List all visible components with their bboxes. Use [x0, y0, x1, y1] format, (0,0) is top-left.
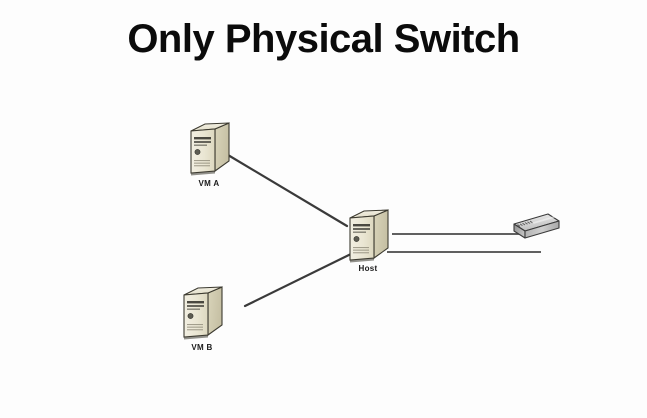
- node-host[interactable]: Host: [344, 206, 392, 273]
- link-vmb-to-host: [243, 250, 357, 308]
- node-vm-b[interactable]: VM B: [178, 283, 226, 352]
- page-title: Only Physical Switch: [127, 17, 520, 61]
- node-label-vm-b: VM B: [191, 343, 213, 352]
- tower-server-icon: [185, 119, 233, 177]
- tower-server-icon: [344, 206, 392, 264]
- network-switch-icon: [508, 212, 564, 250]
- node-label-host: Host: [358, 264, 378, 273]
- node-label-vm-a: VM A: [198, 179, 220, 188]
- node-vm-a[interactable]: VM A: [185, 119, 233, 188]
- tower-server-icon: [178, 283, 226, 341]
- node-physical-switch[interactable]: [508, 212, 564, 250]
- link-vma-to-host: [226, 153, 349, 228]
